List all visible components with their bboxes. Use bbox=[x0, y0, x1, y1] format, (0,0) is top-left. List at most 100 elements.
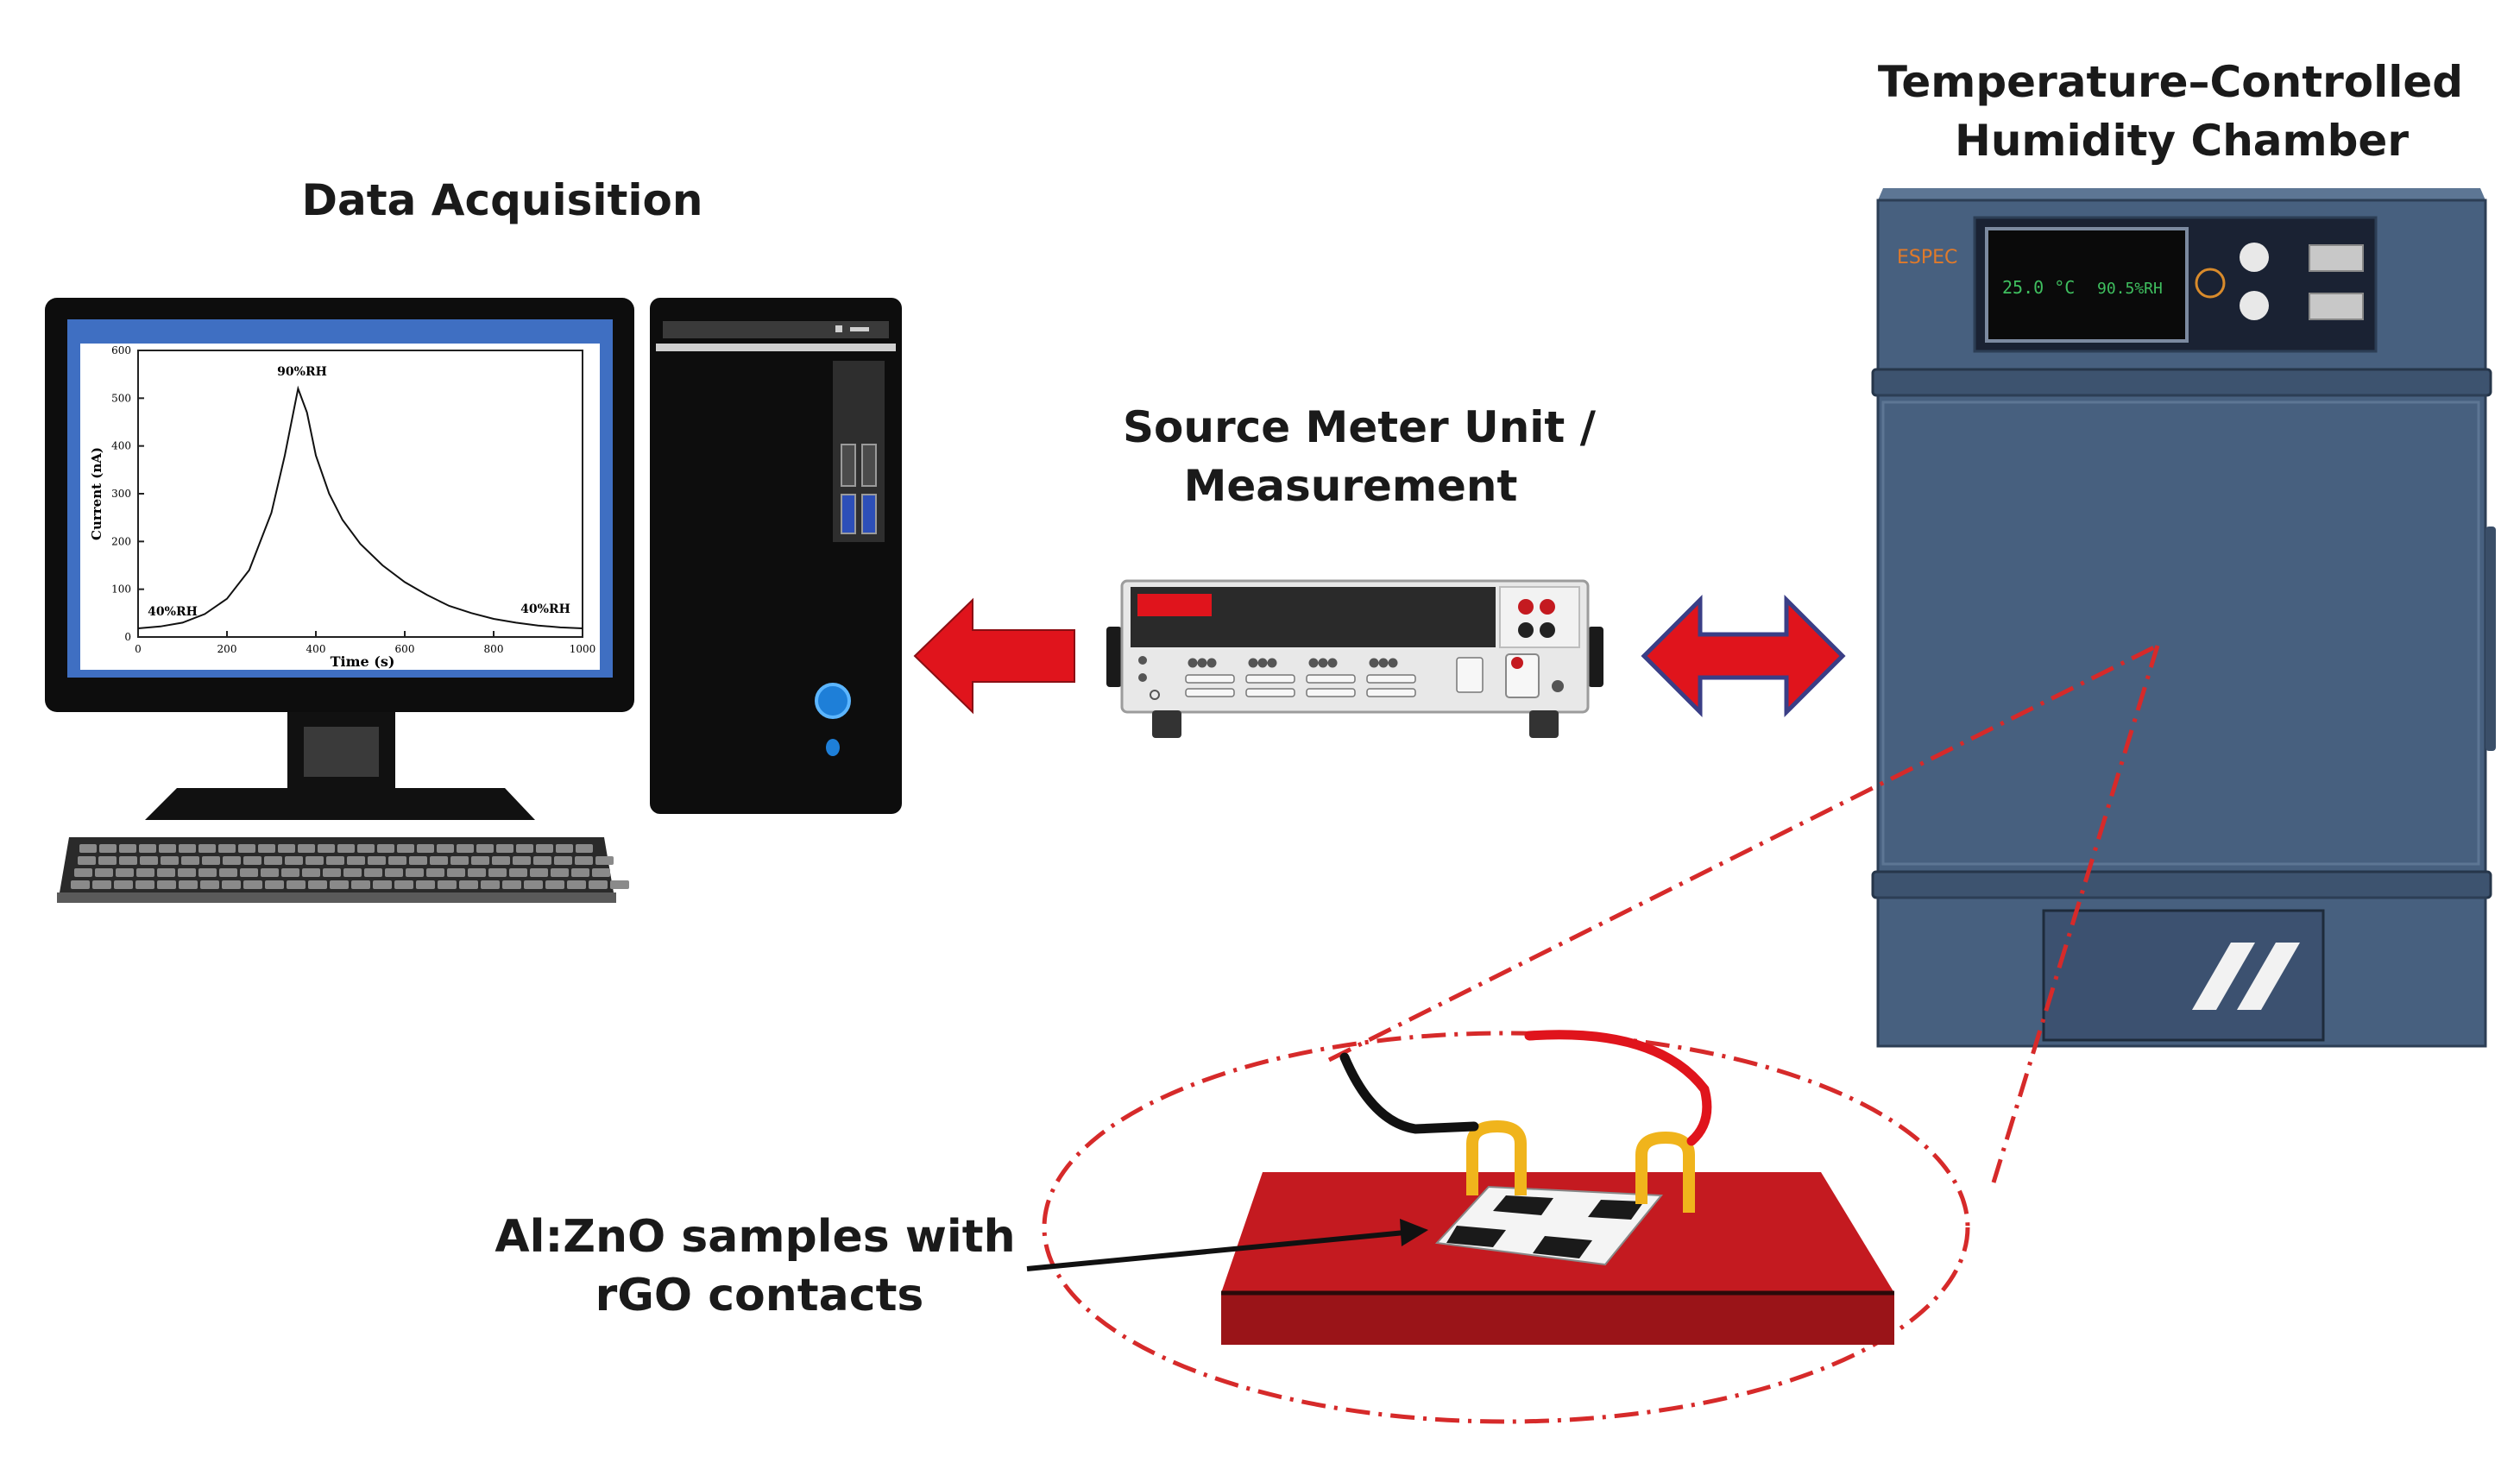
keyboard-key bbox=[576, 844, 593, 853]
keyboard-key bbox=[265, 880, 284, 889]
meter-foot bbox=[1152, 710, 1181, 738]
keyboard-key bbox=[157, 868, 175, 877]
keyboard-key bbox=[589, 880, 608, 889]
keyboard-key bbox=[116, 868, 134, 877]
chamber-heading-line2: Humidity Chamber bbox=[1955, 116, 2409, 166]
keyboard-key bbox=[426, 868, 444, 877]
keyboard-key bbox=[140, 856, 158, 865]
meter-key-icon bbox=[1138, 656, 1147, 665]
keyboard-key bbox=[161, 856, 179, 865]
keyboard-key bbox=[450, 856, 469, 865]
screen-plot-area bbox=[80, 344, 600, 670]
usb-port-icon bbox=[841, 444, 856, 487]
meter-key bbox=[1245, 688, 1295, 697]
meter-key-icon bbox=[1206, 658, 1217, 668]
keyboard-key bbox=[351, 880, 370, 889]
keyboard-key bbox=[285, 856, 303, 865]
chamber-knob-icon bbox=[2240, 243, 2269, 272]
keyboard-key bbox=[218, 844, 236, 853]
x-tick-label: 200 bbox=[217, 643, 237, 655]
chamber-temperature-readout: 25.0 °C bbox=[2002, 277, 2075, 298]
keyboard-key bbox=[243, 856, 261, 865]
y-tick-label: 100 bbox=[111, 583, 131, 596]
rgo-contact bbox=[1446, 1226, 1506, 1247]
rgo-contact bbox=[1493, 1195, 1553, 1215]
power-led-icon bbox=[826, 739, 840, 756]
keyboard-key bbox=[571, 868, 589, 877]
keyboard-key bbox=[78, 856, 96, 865]
tower-trim bbox=[656, 344, 896, 351]
espec-logo-stripe bbox=[2237, 943, 2300, 1010]
usb-port-icon bbox=[841, 494, 856, 534]
chamber-humidity-readout: 90.5%RH bbox=[2097, 280, 2163, 298]
keyboard-key bbox=[481, 880, 500, 889]
red-terminal-icon bbox=[1540, 599, 1555, 615]
black-terminal-icon bbox=[1518, 622, 1534, 638]
x-tick-label: 600 bbox=[395, 643, 415, 655]
chamber-panel-button bbox=[2309, 244, 2364, 272]
meter-key bbox=[1306, 674, 1356, 684]
zoom-callout-line-left bbox=[1327, 643, 2159, 1063]
rgo-contact bbox=[1588, 1200, 1644, 1220]
keyboard-key bbox=[513, 856, 531, 865]
keyboard-key bbox=[397, 844, 414, 853]
meter-key bbox=[1366, 688, 1416, 697]
meter-key-icon bbox=[1197, 658, 1207, 668]
keyboard-key bbox=[264, 856, 282, 865]
sample-pointer-arrowhead bbox=[1400, 1219, 1428, 1246]
keyboard-key bbox=[261, 868, 279, 877]
bidirectional-arrow bbox=[1641, 594, 1846, 718]
keyboard-key bbox=[258, 844, 275, 853]
sample-pointer-line bbox=[1026, 1230, 1406, 1271]
keyboard-key bbox=[302, 868, 320, 877]
red-terminal-icon bbox=[1518, 599, 1534, 615]
keyboard-key bbox=[281, 868, 299, 877]
keyboard-key bbox=[406, 868, 424, 877]
keyboard-key bbox=[409, 856, 427, 865]
keyboard-keys bbox=[71, 844, 629, 889]
keyboard-key bbox=[385, 868, 403, 877]
y-tick-label: 0 bbox=[124, 631, 131, 643]
chamber-heading-line1: Temperature–Controlled bbox=[1878, 57, 2463, 107]
keyboard-key bbox=[551, 868, 569, 877]
keyboard-key bbox=[488, 868, 507, 877]
keyboard-key bbox=[417, 844, 434, 853]
keyboard-key bbox=[533, 856, 551, 865]
keyboard-key bbox=[471, 856, 489, 865]
x-tick-label: 1000 bbox=[570, 643, 596, 655]
meter-display-readout bbox=[1137, 594, 1212, 616]
keyboard-key bbox=[200, 880, 219, 889]
keyboard-key bbox=[459, 880, 478, 889]
keyboard-key bbox=[181, 856, 199, 865]
keyboard-key bbox=[556, 844, 573, 853]
probe-clip-right bbox=[1635, 1131, 1695, 1213]
zoom-callout bbox=[1042, 643, 2160, 1424]
black-probe-wire bbox=[1339, 1052, 1479, 1134]
keyboard-key bbox=[567, 880, 586, 889]
keyboard-key bbox=[368, 856, 386, 865]
keyboard-key bbox=[222, 880, 241, 889]
keyboard-key bbox=[318, 844, 335, 853]
keyboard-key bbox=[457, 844, 474, 853]
black-terminal-icon bbox=[1540, 622, 1555, 638]
keyboard-edge bbox=[57, 892, 616, 903]
data-flow-arrow-left bbox=[913, 597, 1075, 715]
keyboard-key bbox=[326, 856, 344, 865]
keyboard-key bbox=[502, 880, 521, 889]
keyboard-key bbox=[71, 880, 90, 889]
meter-key-icon bbox=[1308, 658, 1319, 668]
monitor-base bbox=[145, 788, 535, 820]
keyboard-key bbox=[92, 880, 111, 889]
keyboard-key bbox=[135, 880, 154, 889]
meter-handle-right bbox=[1588, 627, 1603, 687]
rgo-contact bbox=[1533, 1236, 1592, 1258]
source-meter-unit bbox=[1106, 579, 1603, 738]
keyboard-key bbox=[238, 844, 255, 853]
keyboard-key bbox=[306, 856, 324, 865]
meter-key-icon bbox=[1150, 690, 1160, 700]
chamber-indicator-icon bbox=[2195, 268, 2226, 299]
keyboard-key bbox=[330, 880, 349, 889]
keyboard-key bbox=[357, 844, 375, 853]
